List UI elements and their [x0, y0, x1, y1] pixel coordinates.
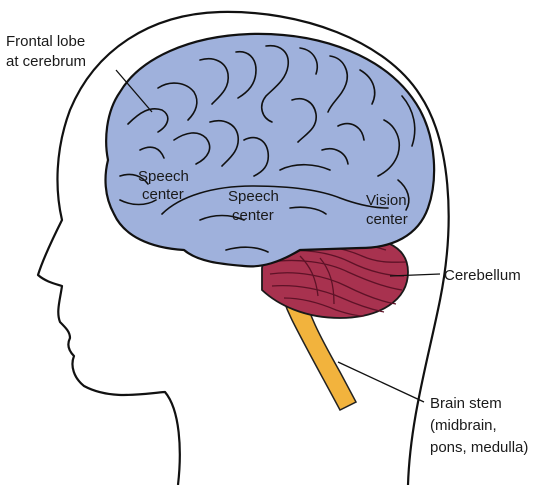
svg-text:Speech: Speech	[228, 188, 279, 205]
svg-text:(midbrain,: (midbrain,	[430, 417, 497, 434]
svg-text:center: center	[366, 211, 408, 228]
svg-text:Frontal lobe: Frontal lobe	[6, 33, 85, 50]
cerebrum-shape	[106, 34, 435, 266]
svg-text:center: center	[232, 207, 274, 224]
label-speech-center-1: Speech center	[138, 168, 189, 203]
svg-text:Vision: Vision	[366, 192, 407, 209]
svg-text:Speech: Speech	[138, 168, 189, 185]
svg-text:Brain stem: Brain stem	[430, 395, 502, 412]
svg-text:Cerebellum: Cerebellum	[444, 267, 521, 284]
label-cerebellum: Cerebellum	[390, 267, 521, 284]
label-brain-stem: Brain stem (midbrain, pons, medulla)	[338, 362, 528, 456]
svg-text:pons, medulla): pons, medulla)	[430, 439, 528, 456]
svg-text:center: center	[142, 186, 184, 203]
svg-text:at cerebrum: at cerebrum	[6, 53, 86, 70]
